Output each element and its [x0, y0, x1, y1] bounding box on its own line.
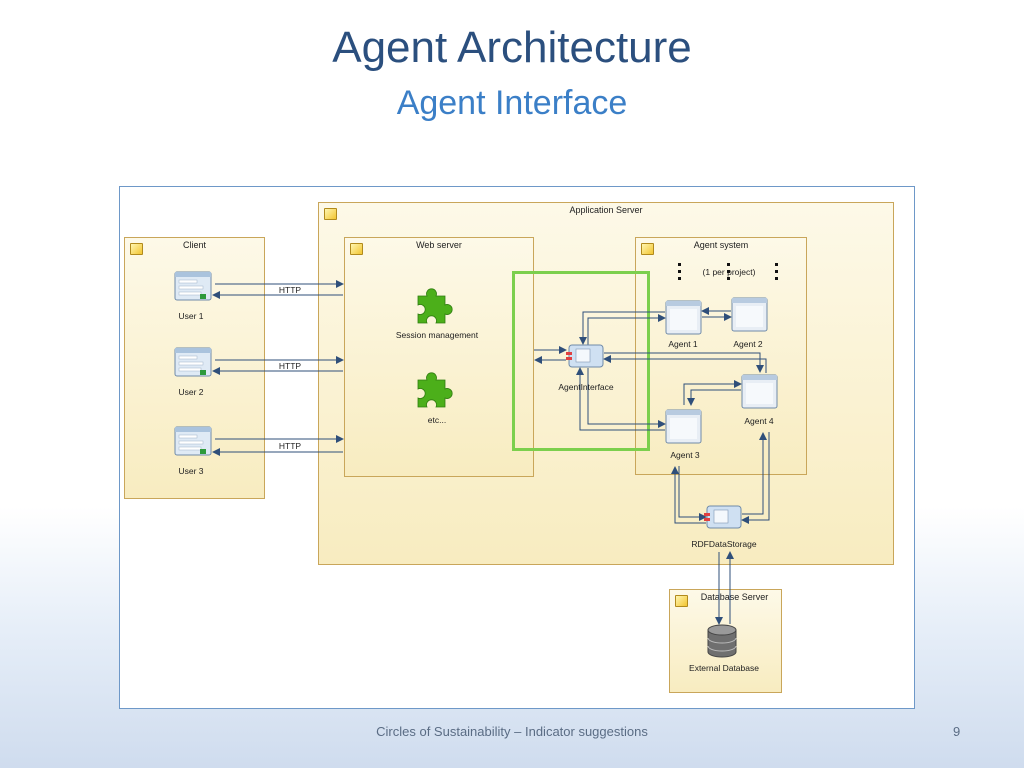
package-icon	[130, 243, 143, 255]
package-icon	[641, 243, 654, 255]
agent4-to-rdfstorage	[741, 432, 770, 524]
external-database-icon	[707, 624, 737, 658]
package-icon	[324, 208, 337, 220]
ellipsis-markers	[678, 263, 778, 280]
agentinterface-to-agent3	[587, 368, 666, 428]
slide-subtitle: Agent Interface	[396, 84, 628, 122]
external-database-label: External Database	[689, 663, 759, 673]
agent4-label: Agent 4	[744, 416, 774, 426]
application-server-label: Application Server	[569, 205, 643, 215]
agent4-to-agent3	[687, 389, 741, 406]
package-icon	[350, 243, 363, 255]
agent2-label: Agent 2	[733, 339, 763, 349]
session-puzzle-piece-icon	[417, 288, 453, 324]
rdfstorage-to-agent3	[671, 466, 706, 524]
agentinterface-to-agent1	[587, 314, 666, 345]
user1-browser-window-icon	[174, 271, 212, 301]
agentinterface-component-icon	[566, 344, 604, 368]
agent1-to-agentinterface	[579, 311, 665, 345]
agent-system-label: Agent system	[693, 240, 749, 250]
user3-browser-window-icon	[174, 426, 212, 456]
rdfstorage-component-icon	[704, 505, 742, 529]
user2-label: User 2	[178, 387, 204, 397]
slide-footer: Circles of Sustainability – Indicator su…	[376, 724, 648, 739]
agentinterface-label: AgentInterface	[558, 382, 614, 392]
agent3-to-rdfstorage	[678, 466, 707, 521]
http-label-user2: HTTP	[278, 361, 302, 371]
web-server-label: Web server	[416, 240, 462, 250]
agent4-window-icon	[741, 374, 778, 409]
agent-system-package: Agent system	[635, 237, 807, 475]
http-label-user3: HTTP	[278, 441, 302, 451]
rdfstorage-label: RDFDataStorage	[691, 539, 757, 549]
slide-title: Agent Architecture	[332, 23, 692, 72]
etc-puzzle-piece-icon	[417, 372, 453, 408]
http-label-user1: HTTP	[278, 285, 302, 295]
agent3-to-agentinterface	[576, 367, 665, 431]
page-number: 9	[953, 724, 961, 739]
database-server-label: Database Server	[700, 592, 769, 602]
agent3-label: Agent 3	[670, 450, 700, 460]
agent1-window-icon	[665, 300, 702, 335]
database-server-package: Database Server	[669, 589, 782, 693]
etc-label: etc...	[427, 415, 447, 425]
user3-label: User 3	[178, 466, 204, 476]
package-icon	[675, 595, 688, 607]
session-management-label: Session management	[395, 330, 479, 340]
rdfstorage-to-agent4	[742, 432, 767, 515]
agent2-window-icon	[731, 297, 768, 332]
agent-interface-highlight	[512, 271, 650, 451]
agent3-window-icon	[665, 409, 702, 444]
agent4-to-agentinterface	[603, 355, 767, 373]
user1-label: User 1	[178, 311, 204, 321]
agent1-label: Agent 1	[668, 339, 698, 349]
web-server-package: Web server	[344, 237, 534, 477]
user2-browser-window-icon	[174, 347, 212, 377]
agent3-to-agent4	[683, 380, 742, 405]
client-label: Client	[182, 240, 206, 250]
agentinterface-to-agent4	[604, 352, 764, 373]
